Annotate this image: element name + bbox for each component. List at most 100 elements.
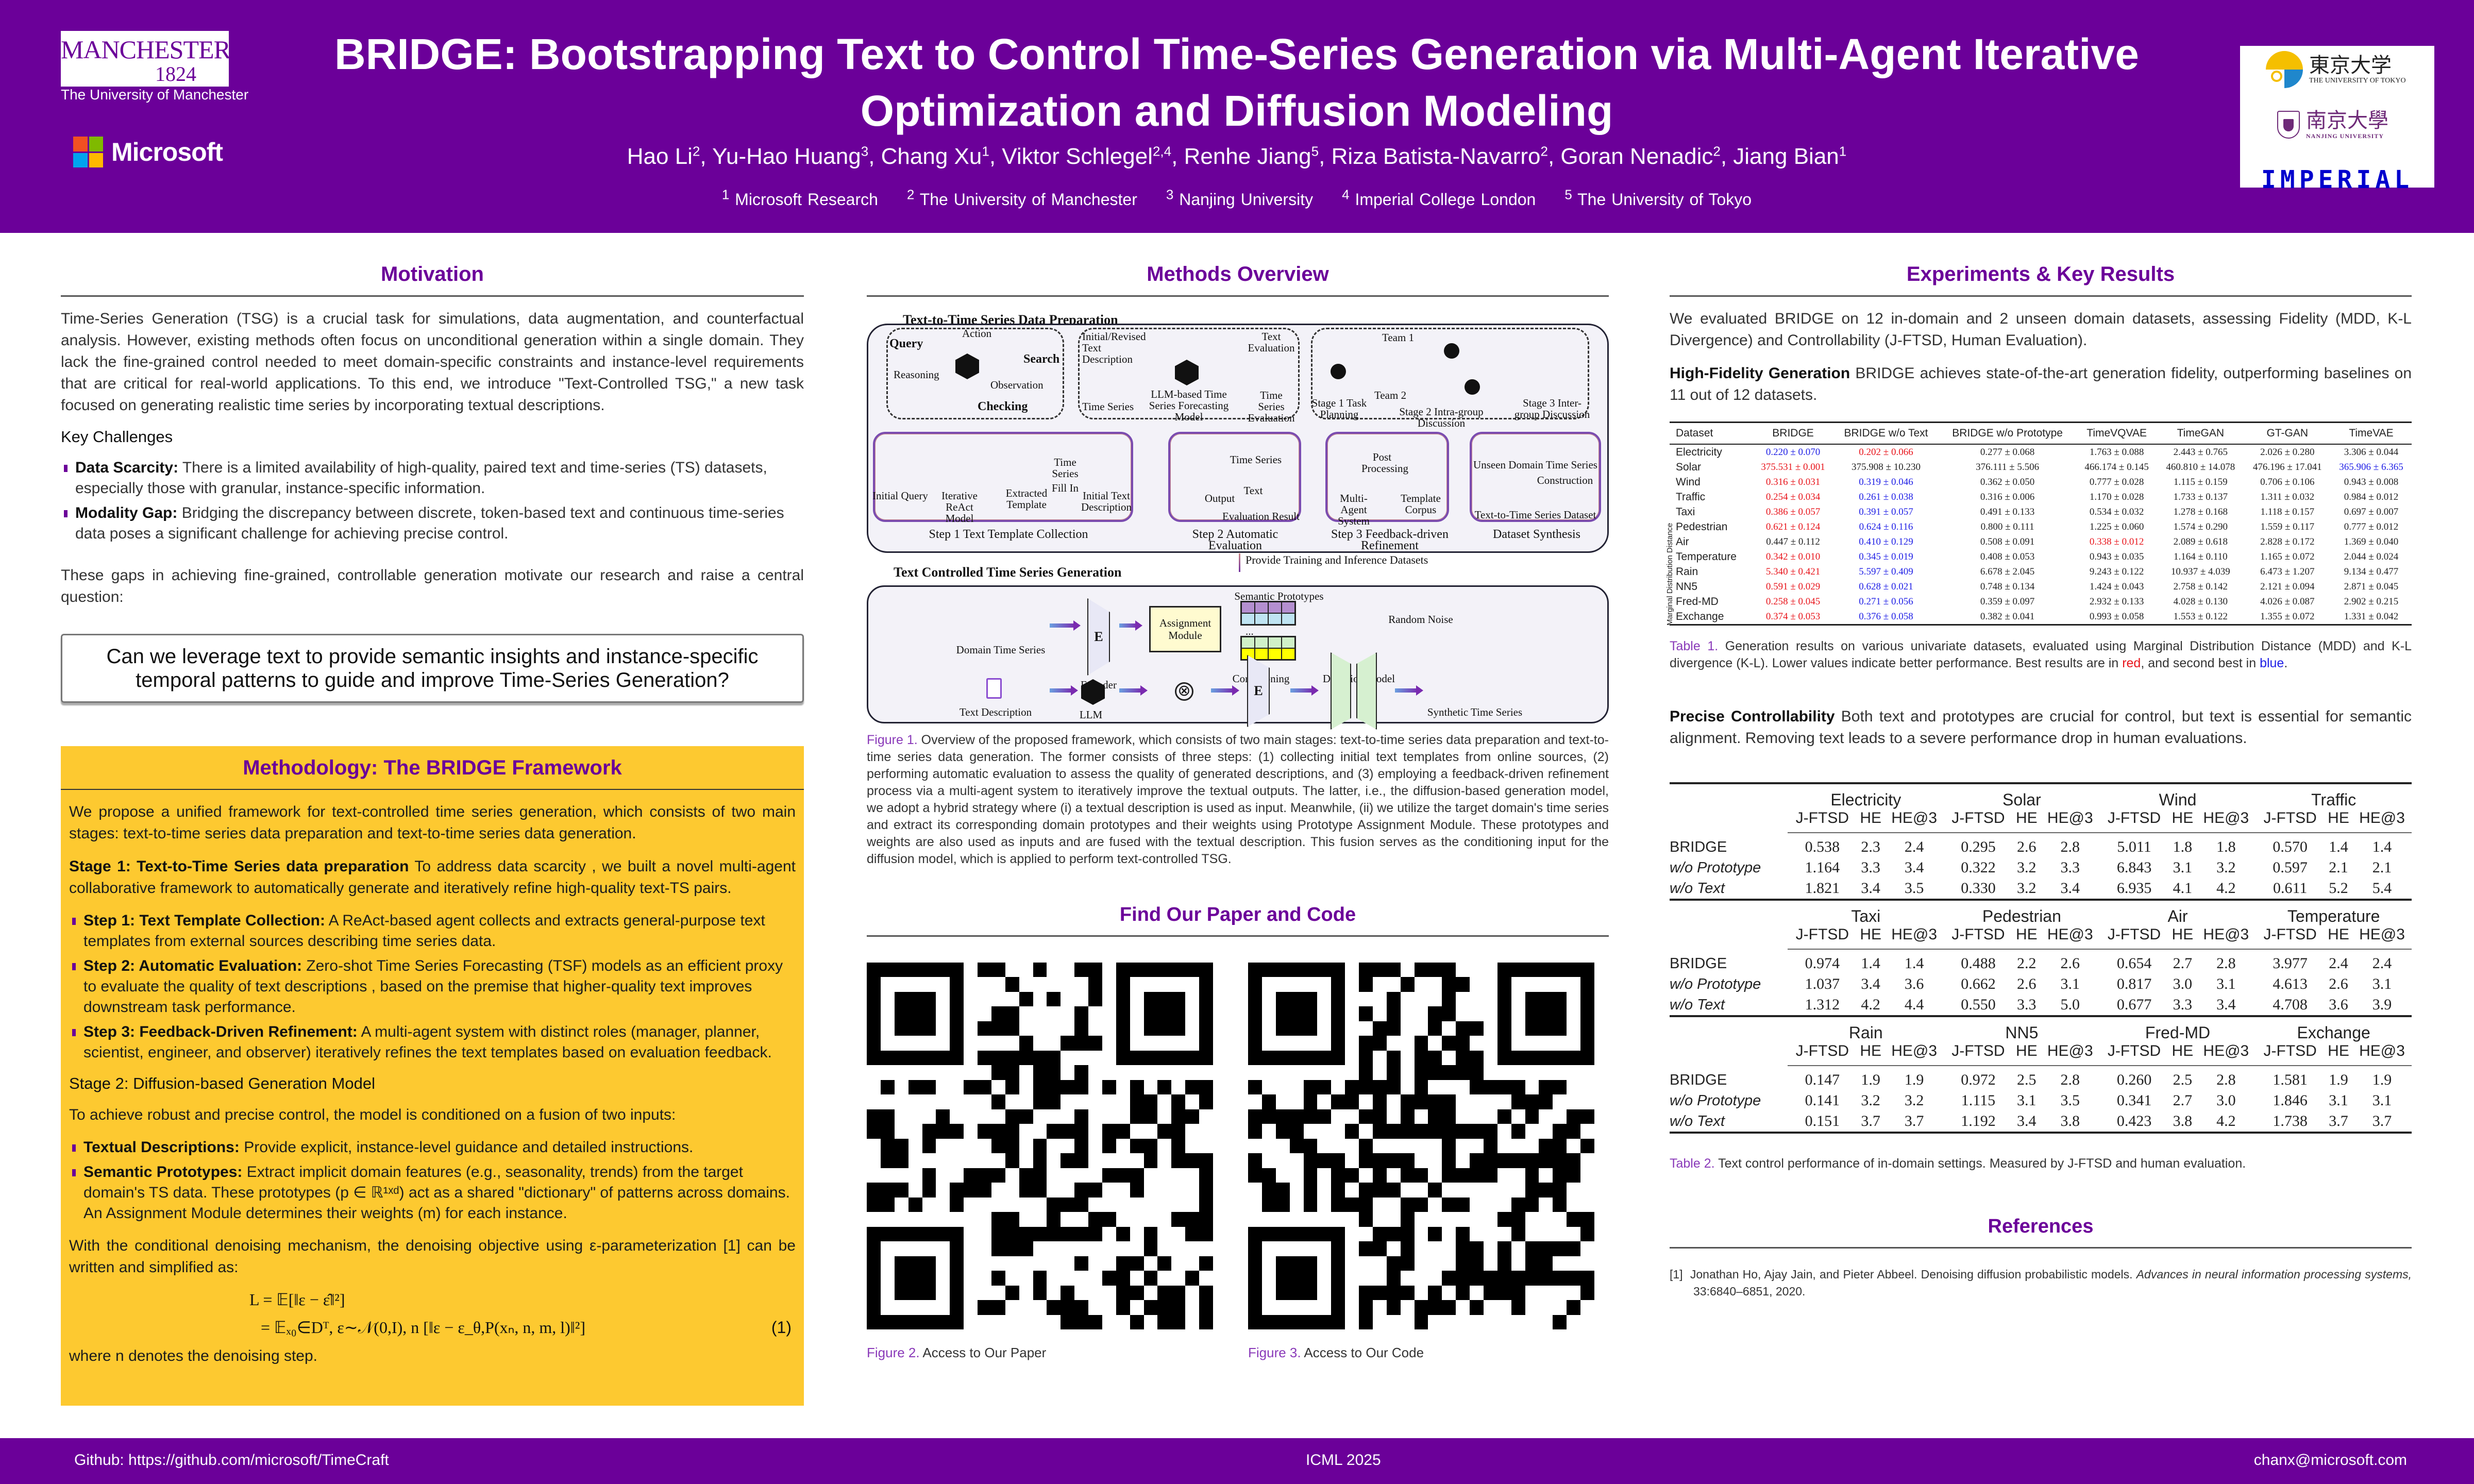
author-name: Chang Xu1 [881, 143, 989, 169]
team-person-icon [1444, 343, 1459, 359]
dataset-synthesis-box [1470, 432, 1601, 522]
contact-email[interactable]: chanx@microsoft.com [2253, 1452, 2407, 1469]
table2-caption: Table 2. Text control performance of in-… [1670, 1156, 2246, 1171]
central-question-box: Can we leverage text to provide semantic… [61, 634, 804, 703]
qr-codes: Figure 2. Access to Our Paper Figure 3. … [867, 963, 1609, 1361]
poster-header: MANCHESTER 1824 The University of Manche… [0, 0, 2474, 233]
step-item: Step 2: Automatic Evaluation: Zero-shot … [69, 956, 796, 1018]
methodology-intro: We propose a unified framework for text-… [69, 803, 796, 842]
references-heading: References [1670, 1172, 2412, 1249]
stage2-intro: To achieve robust and precise control, t… [69, 1106, 676, 1123]
challenge-item: Data Scarcity: There is a limited availa… [61, 458, 804, 499]
author-name: Viktor Schlegel2,4 [1002, 143, 1172, 169]
table1-column-header: GT-GAN [2244, 421, 2331, 445]
author-name: Goran Nenadic2 [1560, 143, 1721, 169]
imperial-logo: IMPERIAL [2261, 165, 2414, 194]
figure1-caption: Figure 1. Overview of the proposed frame… [867, 733, 1609, 866]
framework-diagram: Text-to-Time Series Data Preparation Que… [867, 312, 1609, 730]
motivation-intro: Time-Series Generation (TSG) is a crucia… [61, 310, 804, 414]
find-heading: Find Our Paper and Code [867, 868, 1609, 937]
motivation-heading: Motivation [61, 233, 804, 297]
llm-cube-icon [1175, 360, 1199, 385]
key-challenges-heading: Key Challenges [61, 428, 173, 446]
left-column: Motivation Time-Series Generation (TSG) … [61, 233, 804, 703]
conference-label: ICML 2025 [1306, 1452, 1381, 1469]
llm-cube-icon [1081, 679, 1105, 705]
poster-title: BRIDGE: Bootstrapping Text to Control Ti… [334, 30, 2139, 135]
multi-agent-detail-box [1311, 328, 1589, 419]
shield-icon [2277, 110, 2300, 139]
tokyo-logo: 東京大学 THE UNIVERSITY OF TOKYO [2266, 51, 2406, 88]
diffusion-unet-right [1356, 652, 1377, 730]
stage2-heading: Stage 2: Diffusion-based Generation Mode… [69, 1074, 375, 1092]
challenge-item: Modality Gap: Bridging the discrepancy b… [61, 503, 804, 544]
table1-column-header: TimeGAN [2157, 421, 2244, 445]
fusion-operator-icon: ⊗ [1175, 682, 1193, 701]
author-list: Hao Li2, Yu-Hao Huang3, Chang Xu1, Vikto… [627, 143, 1847, 169]
nanjing-logo: 南京大學 NANJING UNIVERSITY [2277, 109, 2388, 140]
affiliation: 4 Imperial College London [1342, 187, 1536, 209]
input-item: Textual Descriptions: Provide explicit, … [69, 1137, 796, 1158]
step-item: Step 1: Text Template Collection: A ReAc… [69, 910, 796, 952]
methods-overview-heading: Methods Overview [867, 233, 1609, 297]
code-qr-code[interactable] [1248, 963, 1594, 1329]
prep-panel [867, 324, 1609, 553]
affiliation: 5 The University of Tokyo [1564, 187, 1752, 209]
assignment-module-block: Assignment Module [1149, 606, 1221, 652]
input-list: Textual Descriptions: Provide explicit, … [69, 1137, 796, 1224]
loss-equation: L = 𝔼[‖ε − ε̂‖²] = 𝔼ₓ₀∈Dᵀ, ε∼𝒩(0,I), n [… [69, 1286, 796, 1341]
experiments-intro: We evaluated BRIDGE on 12 in-domain and … [1670, 310, 2412, 349]
step1-box [873, 432, 1133, 522]
flow-arrow-icon [1050, 685, 1078, 696]
step2-box [1168, 432, 1301, 522]
controllability-paragraph: Precise Controllability Both text and pr… [1670, 708, 2412, 747]
flow-arrow-icon [1290, 685, 1319, 696]
microsoft-squares-icon [73, 137, 103, 167]
objective-intro: With the conditional denoising mechanism… [69, 1237, 796, 1276]
author-name: Jiang Bian1 [1733, 143, 1847, 169]
flow-arrow-icon [1395, 685, 1423, 696]
team-person-icon [1465, 379, 1480, 395]
github-link[interactable]: Github: https://github.com/microsoft/Tim… [74, 1452, 389, 1469]
table1-column-header: TimeVQVAE [2076, 421, 2158, 445]
flow-arrow-icon [1050, 620, 1081, 631]
flow-arrow-icon [1119, 685, 1148, 696]
flow-arrow-icon [1211, 685, 1239, 696]
step-item: Step 3: Feedback-Driven Refinement: A mu… [69, 1022, 796, 1063]
table1-column-header: TimeVAE [2331, 421, 2412, 445]
manchester-logo: MANCHESTER 1824 [61, 31, 231, 87]
manchester-logo-caption: The University of Manchester [61, 87, 249, 103]
table1-column-header: Dataset [1670, 421, 1753, 445]
experiments-heading: Experiments & Key Results [1670, 233, 2412, 297]
ginkgo-icon [2266, 51, 2303, 88]
paper-qr-code[interactable] [867, 963, 1213, 1329]
right-column: Experiments & Key Results We evaluated B… [1665, 233, 2412, 1300]
partner-logos: 東京大学 THE UNIVERSITY OF TOKYO 南京大學 NANJIN… [2240, 46, 2434, 194]
planner-person-icon [1331, 364, 1346, 379]
diffusion-unet-left [1331, 652, 1351, 730]
table1-side-label: Marginal Distribution Distance [1665, 522, 1674, 626]
fidelity-paragraph: High-Fidelity Generation BRIDGE achieves… [1670, 365, 2412, 403]
flow-arrow-icon [1119, 620, 1142, 631]
gaps-text: These gaps in achieving fine-grained, co… [61, 567, 804, 605]
code-qr-figure: Figure 3. Access to Our Code [1248, 963, 1609, 1361]
